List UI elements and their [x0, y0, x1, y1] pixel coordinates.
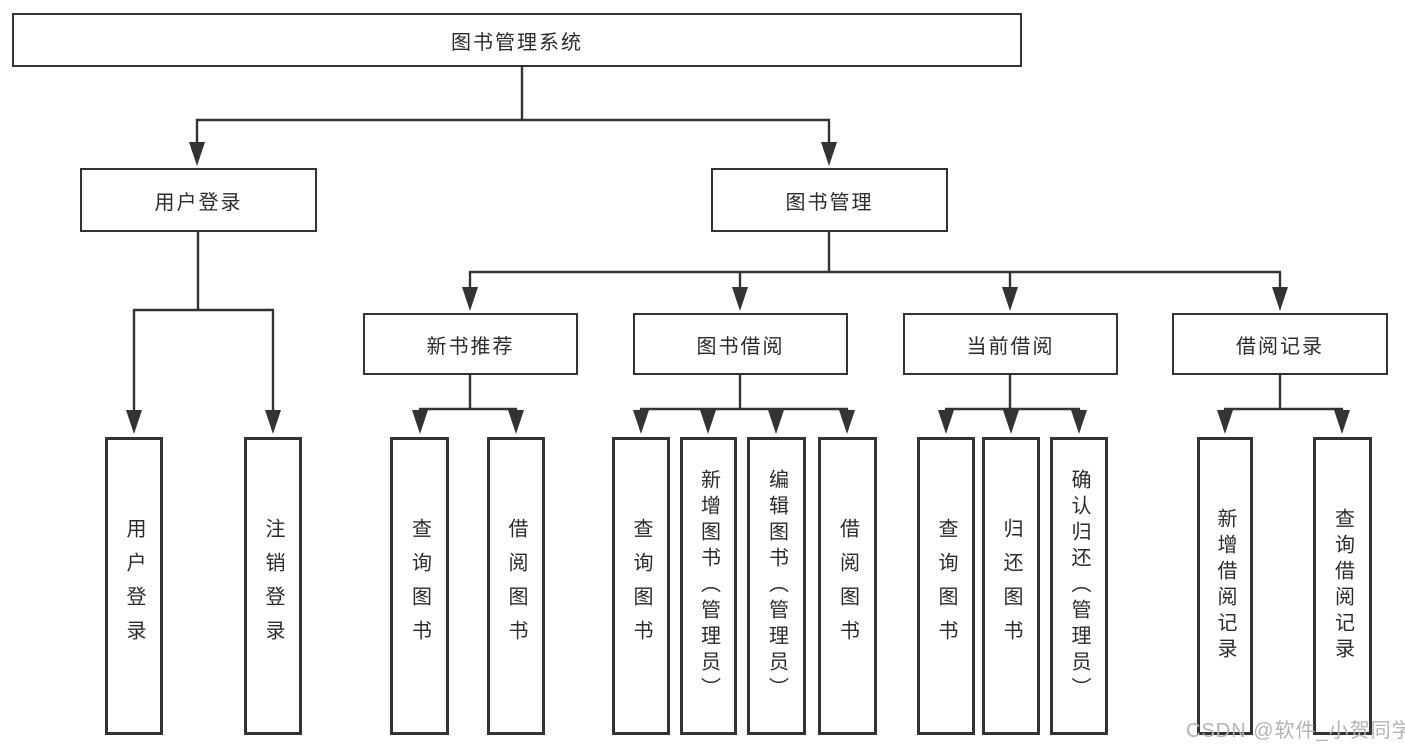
connector-rails [132, 66, 1344, 414]
node-book-management: 图书管理 [711, 168, 948, 232]
leaf-recommend-borrow-books: 借阅图书 [487, 437, 545, 735]
leaf-current-query-books: 查询图书 [917, 437, 975, 735]
node-library-system: 图书管理系统 [12, 13, 1022, 67]
leaf-borrowing-edit-books-admin: 编辑图书（管理员） [747, 437, 806, 735]
csdn-watermark: CSDN @软件_小贺同学 [1186, 720, 1405, 742]
leaf-records-add-borrow-record: 新增借阅记录 [1197, 437, 1253, 735]
node-current-borrowing: 当前借阅 [903, 313, 1118, 375]
leaf-records-query-borrow-record: 查询借阅记录 [1313, 437, 1372, 735]
node-book-borrowing: 图书借阅 [633, 313, 848, 375]
leaf-recommend-query-books: 查询图书 [390, 437, 449, 735]
leaf-user-login: 用户登录 [105, 437, 163, 735]
leaf-borrowing-add-books-admin: 新增图书（管理员） [680, 437, 737, 735]
arrowheads [126, 142, 1350, 434]
node-user-login: 用户登录 [80, 168, 317, 232]
leaf-borrowing-query-books: 查询图书 [612, 437, 670, 735]
leaf-current-confirm-return-admin: 确认归还（管理员） [1050, 437, 1108, 735]
node-new-book-recommend: 新书推荐 [363, 313, 578, 375]
leaf-logout: 注销登录 [244, 437, 302, 735]
node-borrow-records: 借阅记录 [1172, 313, 1388, 375]
leaf-borrowing-borrow-books: 借阅图书 [818, 437, 877, 735]
leaf-current-return-books: 归还图书 [982, 437, 1040, 735]
